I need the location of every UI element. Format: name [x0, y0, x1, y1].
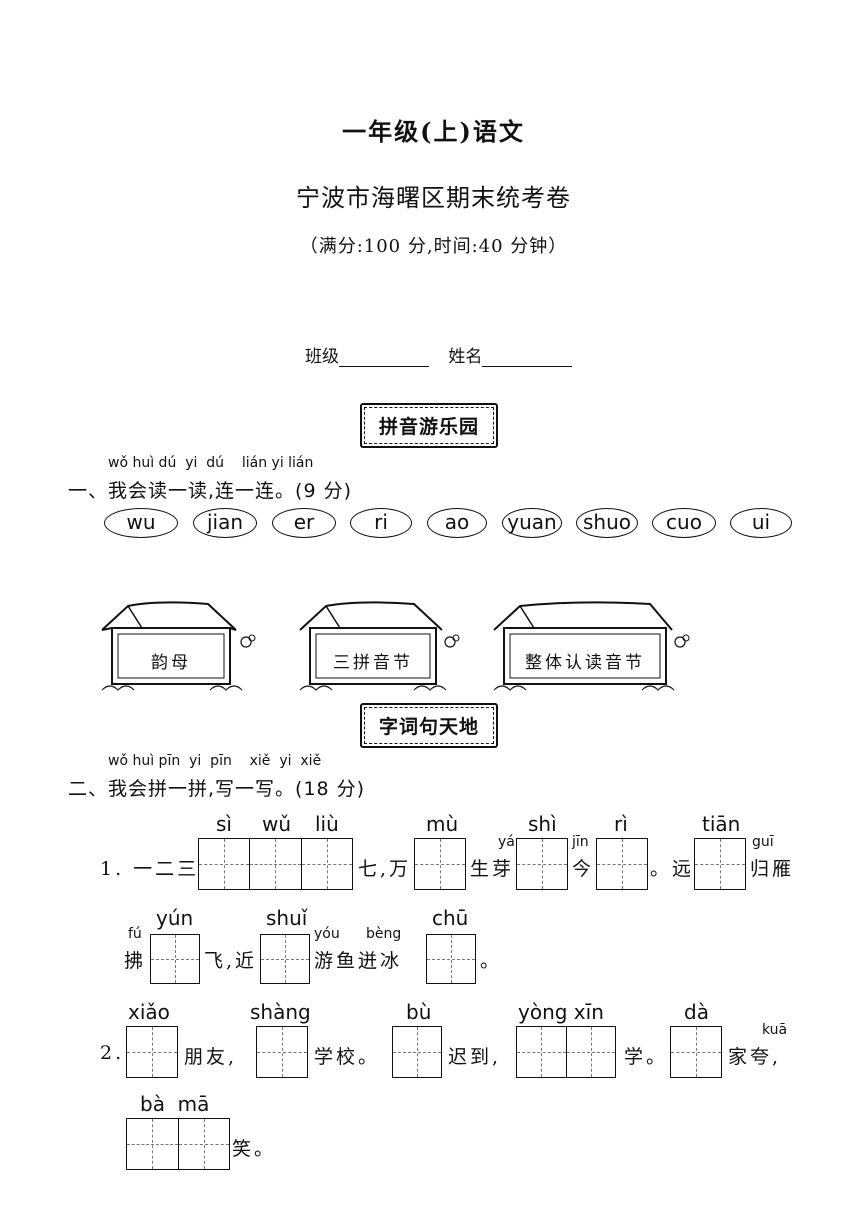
class-field[interactable] [339, 350, 429, 367]
oval-ao[interactable]: ao [427, 508, 487, 538]
tian-shui[interactable] [260, 934, 310, 984]
oval-ui[interactable]: ui [730, 508, 792, 538]
line3-prefix: 2. [100, 1042, 125, 1064]
py-chu: chū [432, 906, 469, 930]
tian-xiao[interactable] [126, 1026, 178, 1078]
tian-bu[interactable] [392, 1026, 442, 1078]
house-label-sanpin: 三拼音节 [333, 653, 413, 673]
tian-siwuliu[interactable] [198, 838, 353, 890]
py-yongxin: yòng xīn [518, 1000, 604, 1024]
house-zhengti[interactable] [490, 598, 696, 694]
text-fei: 飞,近 [204, 950, 258, 972]
tian-tian[interactable] [694, 838, 746, 890]
tian-da[interactable] [670, 1026, 722, 1078]
name-field[interactable] [482, 350, 573, 367]
text-yuan: 。远 [650, 858, 695, 880]
py-shang: shàng [250, 1000, 311, 1024]
oval-er[interactable]: er [272, 508, 336, 538]
py-gui: guī [752, 834, 774, 850]
oval-wu[interactable]: wu [104, 508, 178, 538]
exam-subtitle: 宁波市海曙区期末统考卷 [296, 184, 571, 212]
text-end: 。 [480, 950, 503, 972]
text-jiakua: 家夸, [728, 1046, 782, 1068]
oval-shuo[interactable]: shuo [576, 508, 638, 538]
q1-heading: 一、我会读一读,连一连。(9 分) [68, 480, 352, 502]
house-label-yunmu: 韵母 [151, 653, 191, 673]
py-shi: shì [528, 812, 557, 836]
py-fu: fú [128, 926, 142, 942]
oval-jian[interactable]: jian [193, 508, 257, 538]
q1-pinyin: wǒ huì dú yi dú lián yi lián [108, 455, 314, 471]
py-ri: rì [614, 812, 628, 836]
py-si: sì [216, 812, 232, 836]
text-xuexiao: 学校。 [314, 1046, 381, 1068]
py-tian: tiān [702, 812, 741, 836]
tian-shang[interactable] [256, 1026, 308, 1078]
tian-bama[interactable] [126, 1118, 230, 1170]
text-xue: 学。 [624, 1046, 669, 1068]
class-label: 班级 [305, 347, 339, 367]
py-xiao: xiǎo [128, 1000, 170, 1024]
py-jin: jīn [572, 834, 589, 850]
text-xiao: 笑。 [232, 1138, 277, 1160]
py-yun: yún [156, 906, 194, 930]
line1-prefix: 1. 一二三 [100, 858, 200, 880]
oval-cuo[interactable]: cuo [652, 508, 716, 538]
q2-heading: 二、我会拼一拼,写一写。(18 分) [68, 778, 366, 800]
py-wu: wǔ [262, 812, 292, 836]
py-ya: yá [498, 834, 515, 850]
tian-yongxin[interactable] [516, 1026, 616, 1078]
py-beng: bèng [366, 926, 402, 942]
house-label-zhengti: 整体认读音节 [525, 653, 645, 673]
text-pengyou: 朋友, [184, 1046, 238, 1068]
tian-shi[interactable] [516, 838, 568, 890]
text-youyu: 游鱼迸冰 [314, 950, 403, 972]
py-kua: kuā [762, 1022, 788, 1038]
tian-yun[interactable] [150, 934, 200, 984]
student-fields: 班级 姓名 [305, 342, 586, 367]
py-bu: bù [406, 1000, 432, 1024]
text-shengya: 生芽 [470, 858, 515, 880]
page-title: 一年级(上)语文 [342, 117, 525, 146]
tian-mu[interactable] [414, 838, 466, 890]
text-fu: 拂 [124, 950, 147, 972]
py-shui: shuǐ [266, 906, 308, 930]
house-sanpin[interactable] [296, 598, 466, 694]
py-bama: bà mā [140, 1092, 210, 1116]
tian-chu[interactable] [426, 934, 476, 984]
house-yunmu[interactable] [98, 598, 258, 694]
section-banner-pinyin: 拼音游乐园 [360, 403, 499, 448]
exam-note: （满分:100 分,时间:40 分钟） [299, 236, 568, 257]
name-label: 姓名 [448, 347, 483, 367]
text-chidao: 迟到, [448, 1046, 502, 1068]
oval-yuan[interactable]: yuan [502, 508, 562, 538]
py-mu: mù [426, 812, 459, 836]
py-liu: liù [315, 812, 339, 836]
section-banner-words: 字词句天地 [360, 703, 499, 748]
text-guiyan: 归雁 [750, 858, 795, 880]
tian-ri[interactable] [596, 838, 648, 890]
text-jin: 今 [572, 858, 595, 880]
py-da: dà [684, 1000, 709, 1024]
py-you: yóu [314, 926, 340, 942]
text-qiwan: 七,万 [358, 858, 412, 880]
oval-ri[interactable]: ri [350, 508, 412, 538]
q2-pinyin: wǒ huì pīn yi pīn xiě yi xiě [108, 753, 322, 769]
